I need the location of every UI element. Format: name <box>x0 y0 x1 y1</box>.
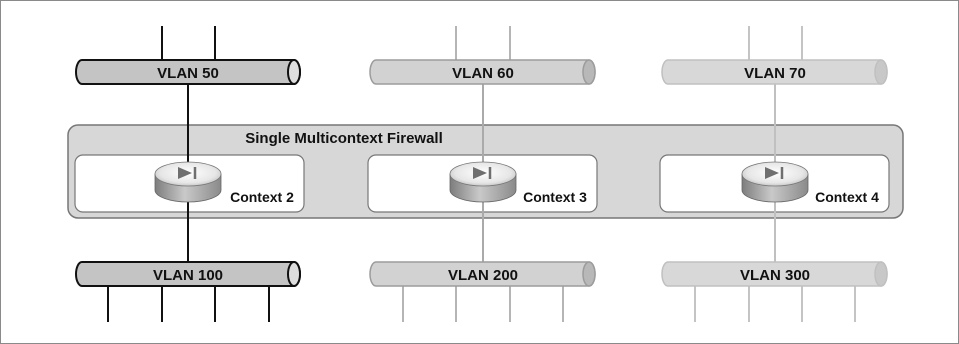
top-stubs-vlan-60 <box>455 26 511 60</box>
router-firewall-icon <box>154 161 222 203</box>
vlan-pipe-60: VLAN 60 <box>369 59 596 85</box>
firewall-title: Single Multicontext Firewall <box>245 130 443 147</box>
bottom-stubs-vlan-100 <box>107 284 270 322</box>
vlan-label: VLAN 50 <box>157 65 219 82</box>
vlan-pipe-200: VLAN 200 <box>369 261 596 287</box>
router-firewall-icon <box>741 161 809 203</box>
top-stubs-vlan-70 <box>748 26 803 60</box>
vlan-label: VLAN 60 <box>452 65 514 82</box>
top-stubs-vlan-50 <box>161 26 216 60</box>
vlan-label: VLAN 70 <box>744 65 806 82</box>
context-label-2: Context 2 <box>230 189 294 205</box>
vlan-label: VLAN 100 <box>153 267 223 284</box>
context-label-3: Context 3 <box>523 189 587 205</box>
vlan-label: VLAN 300 <box>740 267 810 284</box>
bottom-stubs-vlan-200 <box>402 284 564 322</box>
bottom-stubs-vlan-300 <box>694 284 856 322</box>
vlan-pipe-70: VLAN 70 <box>661 59 888 85</box>
vlan-pipe-300: VLAN 300 <box>661 261 888 287</box>
vlan-pipe-50: VLAN 50 <box>75 59 301 85</box>
vlan-pipe-100: VLAN 100 <box>75 261 301 287</box>
vlan-label: VLAN 200 <box>448 267 518 284</box>
router-firewall-icon <box>449 161 517 203</box>
context-label-4: Context 4 <box>815 189 879 205</box>
